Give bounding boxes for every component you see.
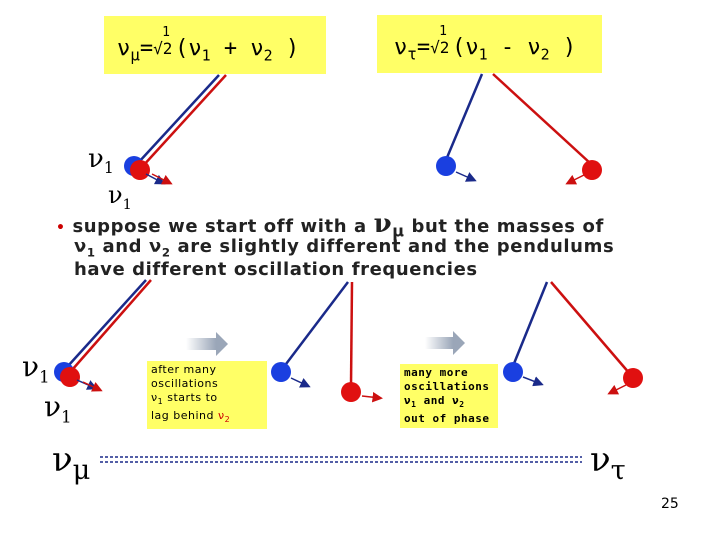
red-bob [341, 382, 361, 402]
blue-bob [436, 156, 456, 176]
blue-bob [503, 362, 523, 382]
top-left-pendulums [124, 75, 226, 183]
bullet-line-3: have different oscillation frequencies [74, 259, 478, 280]
bottom-right-pendulums [503, 282, 643, 393]
label-nu1-top: ν1 [88, 144, 114, 177]
bottom-left-pendulums [54, 280, 151, 390]
label-nu1-bottom-b: ν1 [44, 390, 72, 427]
blue-bob [271, 362, 291, 382]
red-bob [60, 367, 80, 387]
bottom-middle-pendulums [271, 282, 380, 402]
red-bob [582, 160, 602, 180]
note-lag: after many oscillations ν1 starts to lag… [147, 361, 267, 429]
red-bob [130, 160, 150, 180]
label-nu1-bottom-a: ν1 [22, 350, 50, 387]
bullet-marker: • [56, 220, 66, 236]
label-nu-tau: ντ [590, 440, 626, 486]
label-nu-mu: νμ [52, 440, 90, 486]
note-out-of-phase: many more oscillations ν1 and ν2 out of … [400, 364, 498, 428]
page-number: 25 [661, 496, 679, 512]
bullet-line-2: ν1 and ν2 are slightly different and the… [74, 236, 614, 260]
top-right-pendulums [436, 74, 602, 183]
transition-line [100, 457, 582, 462]
progress-arrows [186, 331, 465, 356]
